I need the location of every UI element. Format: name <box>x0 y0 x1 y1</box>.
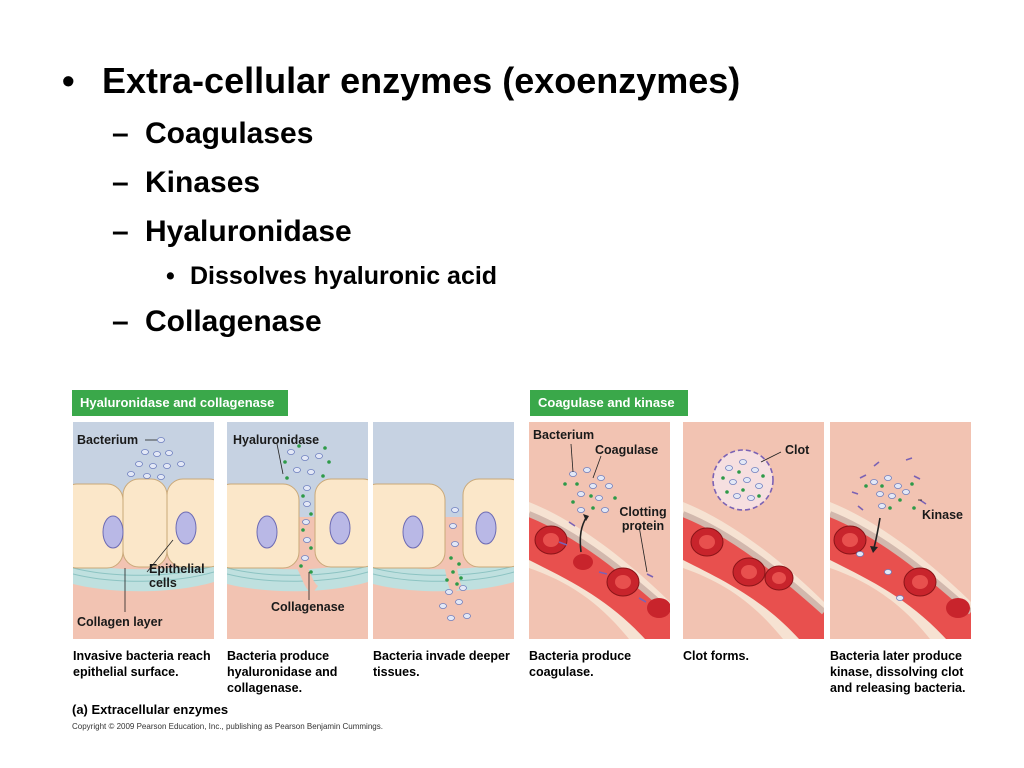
panel-3-illustration <box>373 422 514 639</box>
panel-clot-forms: Clot <box>683 422 824 639</box>
dash-mark: – <box>112 166 129 199</box>
label-bacterium: Bacterium <box>77 433 139 447</box>
bullet-kinases: –Kinases <box>112 166 260 200</box>
bullet-hyaluronidase: –Hyaluronidase <box>112 215 352 249</box>
panel-produce-hyaluronidase: Hyaluronidase Collagenase <box>227 422 368 639</box>
caption-kinase-dissolves-clot: Bacteria later produce kinase, dissolvin… <box>830 649 966 695</box>
panel-produce-coagulase: Bacterium Coagulase Clotting protein <box>529 422 670 639</box>
bullet-dissolves-hyaluronic-acid: • Dissolves hyaluronic acid <box>166 262 497 291</box>
label-epithelial-cells: Epithelial cells <box>149 562 205 590</box>
panel-2-illustration <box>227 422 368 639</box>
label-clot: Clot <box>785 443 810 457</box>
label-hyaluronidase: Hyaluronidase <box>233 433 320 447</box>
caption-produce-hyaluronidase: Bacteria produce hyaluronidase and colla… <box>227 649 338 695</box>
header-coagulase-kinase: Coagulase and kinase <box>530 390 688 416</box>
bullet-mark: • <box>62 60 75 101</box>
dash-mark: – <box>112 305 129 338</box>
slide-bullets: • Extra-cellular enzymes (exoenzymes) –C… <box>0 0 1024 360</box>
extracellular-enzymes-figure: Hyaluronidase and collagenase Coagulase … <box>70 386 990 736</box>
bullet-text: Hyaluronidase <box>145 215 352 248</box>
label-clotting-protein: Clotting protein <box>619 505 667 533</box>
label-collagen-layer: Collagen layer <box>77 615 163 629</box>
caption-produce-coagulase: Bacteria produce coagulase. <box>529 649 632 679</box>
dash-mark: – <box>112 215 129 248</box>
panel-invade-deeper <box>373 422 514 639</box>
panel-4-illustration <box>529 422 670 639</box>
caption-clot-forms: Clot forms. <box>683 649 749 663</box>
header-hyaluronidase-collagenase: Hyaluronidase and collagenase <box>72 390 288 416</box>
caption-reach-surface: Invasive bacteria reach epithelial surfa… <box>73 649 211 679</box>
dash-mark: – <box>112 117 129 150</box>
label-kinase: Kinase <box>922 508 963 522</box>
bullet-text: Collagenase <box>145 305 322 338</box>
panel-bacteria-reach-surface: Bacterium Epithelial cells Collagen laye… <box>73 422 214 639</box>
panel-1-illustration <box>73 422 214 639</box>
bullet-text: Dissolves hyaluronic acid <box>190 262 498 290</box>
label-bacterium: Bacterium <box>533 428 595 442</box>
bullet-mark: • <box>166 262 175 290</box>
caption-invade-deeper: Bacteria invade deeper tissues. <box>373 649 510 679</box>
panel-kinase-dissolves-clot: Kinase <box>830 422 971 639</box>
bullet-text: Kinases <box>145 166 261 199</box>
bullet-text: Coagulases <box>145 117 314 150</box>
figure-title: (a) Extracellular enzymes <box>72 702 229 717</box>
copyright-notice: Copyright © 2009 Pearson Education, Inc.… <box>72 722 383 731</box>
panel-5-illustration <box>683 422 824 639</box>
label-collagenase: Collagenase <box>271 600 345 614</box>
bullet-coagulases: –Coagulases <box>112 117 313 151</box>
bullet-collagenase: –Collagenase <box>112 305 322 339</box>
label-coagulase: Coagulase <box>595 443 659 457</box>
bullet-main-text: Extra-cellular enzymes (exoenzymes) <box>102 60 741 101</box>
panel-6-illustration <box>830 422 971 639</box>
